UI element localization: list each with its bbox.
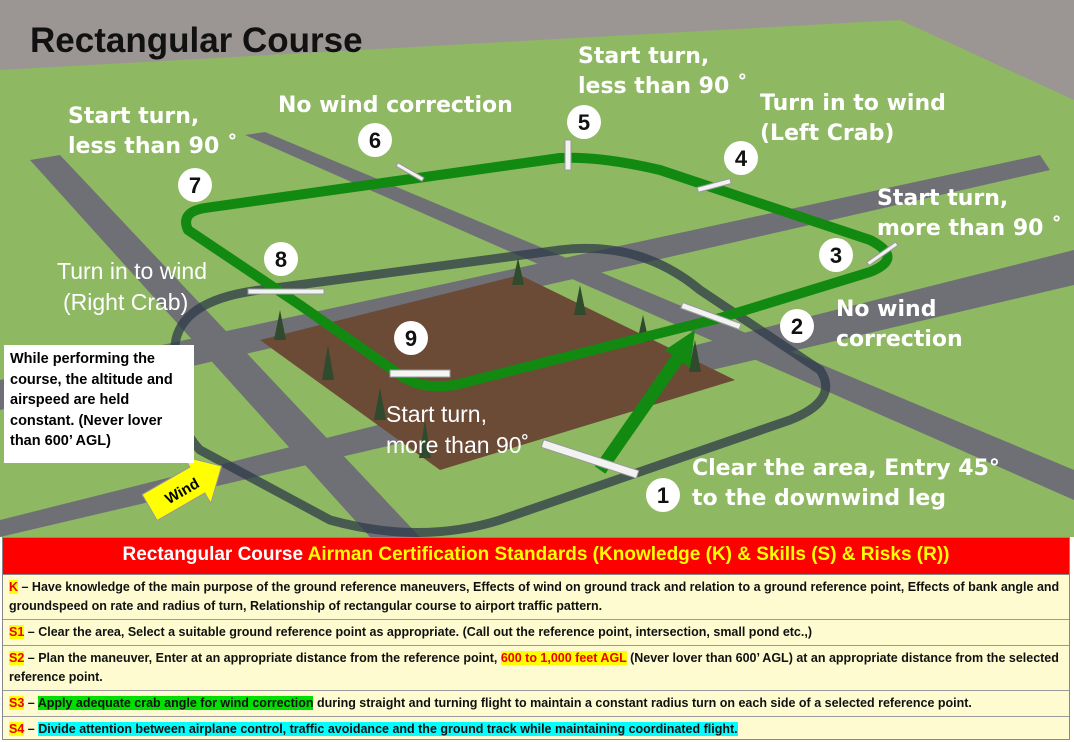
acs-header: Rectangular Course Airman Certification … (3, 538, 1069, 575)
acs-table: Rectangular Course Airman Certification … (2, 537, 1070, 740)
point-3: 3 (819, 238, 853, 272)
label-5a: Start turn, (578, 44, 709, 69)
point-7: 7 (178, 168, 212, 202)
point-1: 1 (646, 478, 680, 512)
point-9: 9 (394, 321, 428, 355)
svg-text:4: 4 (735, 146, 748, 171)
label-1a: Clear the area, Entry 45° (692, 456, 1000, 481)
point-2: 2 (780, 309, 814, 343)
svg-text:8: 8 (275, 247, 287, 272)
label-8a: Turn in to wind (57, 258, 207, 284)
svg-text:6: 6 (369, 128, 381, 153)
label-3b: more than 90 ˚ (877, 216, 1062, 241)
svg-text:5: 5 (578, 110, 590, 135)
label-7a: Start turn, (68, 104, 199, 129)
point-8: 8 (264, 242, 298, 276)
label-9b: more than 90˚ (386, 432, 529, 458)
label-1b: to the downwind leg (692, 486, 946, 511)
acs-row-s1: S1 – Clear the area, Select a suitable g… (3, 620, 1069, 646)
svg-text:2: 2 (791, 314, 803, 339)
svg-text:1: 1 (657, 483, 669, 508)
acs-row-s3: S3 – Apply adequate crab angle for wind … (3, 691, 1069, 717)
ground-track (181, 152, 893, 392)
svg-text:3: 3 (830, 243, 842, 268)
label-2a: No wind (836, 297, 936, 322)
point-6: 6 (358, 123, 392, 157)
svg-text:9: 9 (405, 326, 417, 351)
label-2b: correction (836, 327, 963, 352)
svg-text:7: 7 (189, 173, 201, 198)
point-5: 5 (567, 105, 601, 139)
page-title: Rectangular Course (30, 21, 363, 60)
acs-row-s4: S4 – Divide attention between airplane c… (9, 722, 738, 736)
altitude-note: While performing the course, the altitud… (4, 345, 194, 463)
label-5b: less than 90 ˚ (578, 74, 748, 99)
wind-arrow: Wind (141, 455, 223, 522)
point-4: 4 (724, 141, 758, 175)
label-6: No wind correction (278, 93, 513, 118)
acs-row-k: K – Have knowledge of the main purpose o… (3, 575, 1069, 620)
point-markers: 1 2 3 4 5 6 7 8 9 (178, 105, 853, 512)
label-3a: Start turn, (877, 186, 1008, 211)
label-4b: (Left Crab) (760, 121, 894, 146)
acs-row-s2: S2 – Plan the maneuver, Enter at an appr… (3, 646, 1069, 691)
label-9a: Start turn, (386, 401, 487, 427)
label-7b: less than 90 ˚ (68, 134, 238, 159)
label-8b: (Right Crab) (63, 289, 188, 315)
label-4a: Turn in to wind (760, 91, 946, 116)
